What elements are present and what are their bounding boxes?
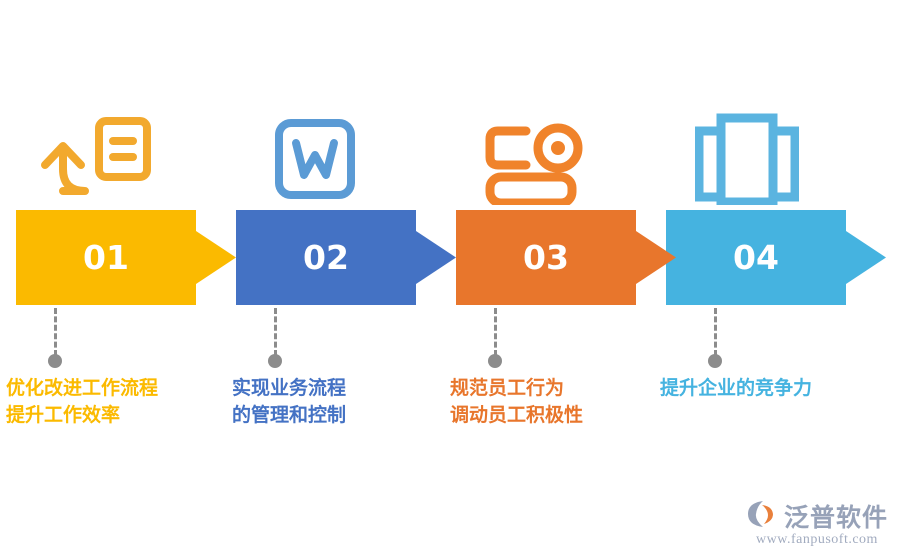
step-caption-4: 提升企业的竞争力 — [660, 377, 813, 399]
icon-slot-step-3 — [470, 110, 600, 205]
word-document-w-icon — [270, 117, 360, 205]
process-step-block-4[interactable]: 04 — [666, 210, 846, 305]
step-caption-1: 优化改进工作流程 提升工作效率 — [6, 377, 159, 426]
step-number-label: 04 — [733, 238, 779, 277]
step-block-fill — [666, 210, 846, 305]
step-number-label: 03 — [523, 238, 569, 277]
watermark-brand-name: 泛普软件 — [783, 503, 888, 532]
step-number-label: 02 — [303, 238, 349, 277]
icon-slot-step-2 — [250, 110, 380, 205]
connector-dash — [714, 308, 717, 356]
step-arrow-head-4 — [846, 210, 886, 305]
process-step-block-3[interactable]: 03 — [456, 210, 636, 305]
connector-dot — [48, 354, 62, 368]
step-arrow-head-2 — [416, 210, 456, 305]
cards-carousel-icon — [695, 113, 799, 205]
icon-slot-step-1 — [28, 110, 158, 205]
connector-dot — [488, 354, 502, 368]
step-block-fill — [16, 210, 196, 305]
connector-dot — [268, 354, 282, 368]
document-upload-arrow-icon — [33, 115, 153, 205]
step-arrow-head-1 — [196, 210, 236, 305]
connector-dash — [494, 308, 497, 356]
connector-dash — [54, 308, 57, 356]
connector-dash — [274, 308, 277, 356]
employee-behavior-target-icon — [482, 117, 588, 205]
icon-slot-step-4 — [682, 110, 812, 205]
process-step-block-2[interactable]: 02 — [236, 210, 416, 305]
step-number-label: 01 — [83, 238, 129, 277]
watermark-url: www.fanpusoft.com — [756, 532, 878, 547]
watermark: 泛普软件 www.fanpusoft.com — [746, 498, 888, 548]
step-arrow-head-3 — [636, 210, 676, 305]
step-block-fill — [456, 210, 636, 305]
watermark-brand-row: 泛普软件 — [746, 498, 888, 534]
connector-dot — [708, 354, 722, 368]
step-block-fill — [236, 210, 416, 305]
process-step-block-1[interactable]: 01 — [16, 210, 196, 305]
step-caption-3: 规范员工行为 调动员工积极性 — [450, 377, 584, 426]
step-caption-2: 实现业务流程 的管理和控制 — [232, 377, 347, 426]
fanpu-swoosh-logo-icon — [746, 499, 780, 534]
